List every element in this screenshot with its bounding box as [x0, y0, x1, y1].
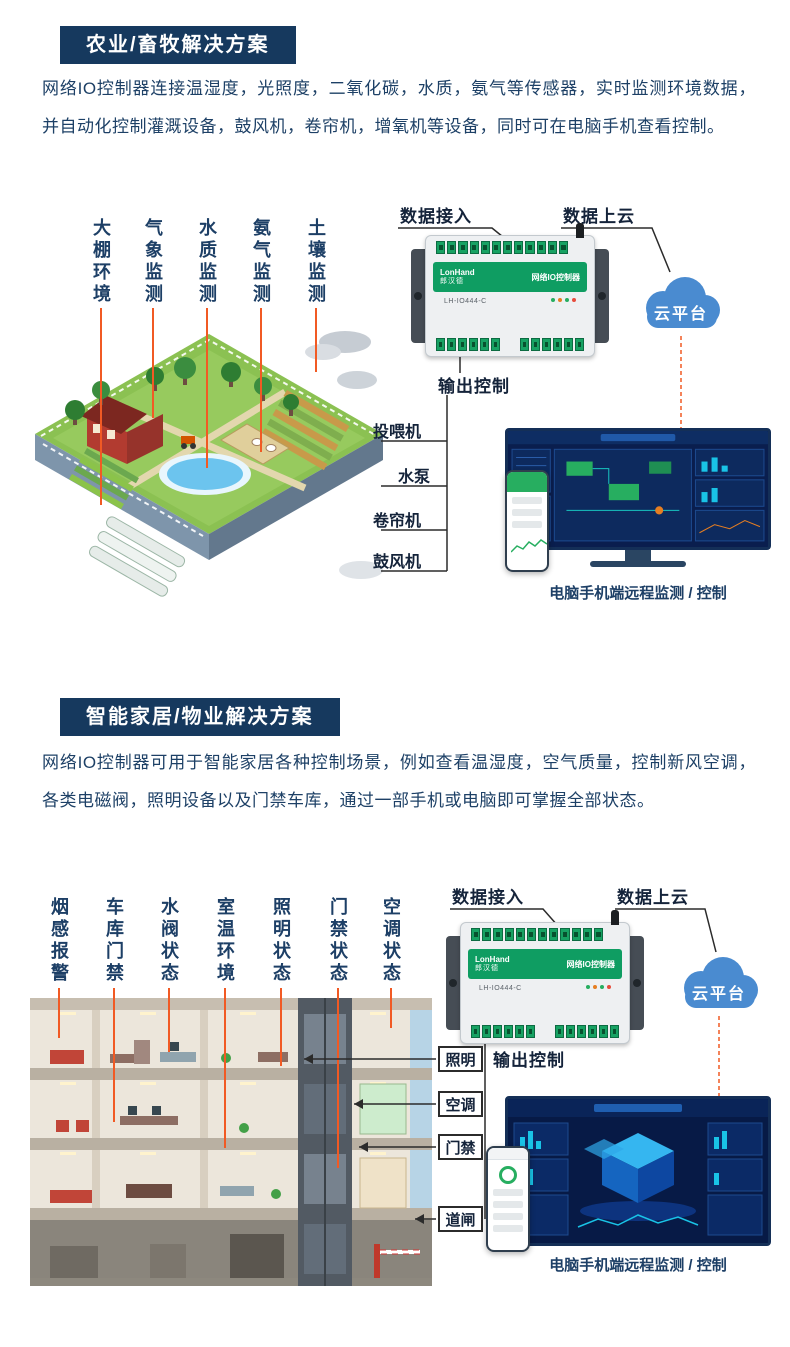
device-brand: LonHand 郎汉德: [475, 955, 510, 972]
output-label: 照明: [438, 1046, 483, 1072]
monitor-base: [590, 561, 686, 567]
terminal-block-row: [471, 928, 604, 941]
cloud-platform: 云平台: [633, 272, 729, 334]
property-dashboard-graphic: [508, 1099, 768, 1243]
cloud-platform-label: 云平台: [653, 306, 708, 323]
phone-app-preview: [505, 470, 549, 572]
phone-app-row: [512, 521, 542, 528]
section-description-home: 网络IO控制器可用于智能家居各种控制场景，例如查看温湿度，空气质量，控制新风空调…: [42, 753, 756, 810]
status-leds: [551, 298, 576, 302]
terminal-block-row: [471, 1025, 535, 1038]
io-controller-device: LonHand 郎汉德 网络IO控制器 LH-IO444-C: [446, 910, 644, 1044]
io-controller-device: LonHand 郎汉德 网络IO控制器 LH-IO444-C: [411, 223, 609, 357]
phone-app-row: [493, 1225, 523, 1232]
monitor-label: 土壤监测: [306, 218, 326, 306]
terminal-block-row: [555, 1025, 619, 1038]
terminal-block-row: [520, 338, 584, 351]
section-title-agri: 农业/畜牧解决方案: [60, 26, 296, 64]
device-brand: LonHand 郎汉德: [440, 268, 475, 285]
phone-app-preview: [486, 1146, 530, 1252]
section-title-home: 智能家居/物业解决方案: [60, 698, 340, 736]
section-description-agri: 网络IO控制器连接温湿度，光照度，二氧化碳，水质，氨气等传感器，实时监测环境数据…: [42, 79, 756, 136]
data-cloud-label: 数据上云: [617, 888, 689, 907]
cloud-icon: [646, 277, 720, 328]
status-leds: [586, 985, 611, 989]
monitor-label: 大棚环境: [91, 218, 111, 306]
cloud-platform: 云平台: [671, 952, 767, 1014]
output-label: 鼓风机: [373, 554, 422, 571]
monitor-label: 气象监测: [143, 218, 163, 306]
phone-app-row: [493, 1201, 523, 1208]
farm-illustration: [35, 331, 383, 597]
device-body: LonHand 郎汉德 网络IO控制器 LH-IO444-C: [460, 910, 630, 1044]
phone-gauge-graphic: [499, 1166, 517, 1184]
output-control-label: 输出控制: [438, 377, 510, 396]
output-label: 道闸: [438, 1206, 483, 1232]
remote-monitoring-caption: 电脑手机端远程监测 / 控制: [549, 1257, 727, 1274]
phone-app-row: [493, 1213, 523, 1220]
output-label: 水泵: [398, 469, 431, 486]
device-body: LonHand 郎汉德 网络IO控制器 LH-IO444-C: [425, 223, 595, 357]
monitor-stand: [625, 550, 651, 561]
cloud-platform-label: 云平台: [691, 986, 746, 1003]
output-label: 卷帘机: [373, 513, 422, 530]
terminal-block-row: [436, 241, 569, 254]
monitor-label: 空调状态: [381, 897, 401, 985]
data-in-label: 数据接入: [400, 207, 472, 226]
phone-app-row: [493, 1189, 523, 1196]
device-product-name: 网络IO控制器: [566, 959, 615, 969]
device-product-name: 网络IO控制器: [531, 272, 580, 282]
pc-dashboard-preview: [505, 428, 771, 567]
monitor-label: 氨气监测: [251, 218, 271, 306]
phone-app-header: [488, 1148, 528, 1160]
pc-screen: [505, 428, 771, 550]
terminal-block-row: [436, 338, 500, 351]
antenna-icon: [576, 223, 584, 238]
output-control-label: 输出控制: [493, 1051, 565, 1070]
monitor-label: 门禁状态: [328, 897, 348, 985]
monitor-label: 水阀状态: [159, 897, 179, 985]
phone-chart-graphic: [511, 539, 547, 553]
remote-monitoring-caption: 电脑手机端远程监测 / 控制: [549, 585, 727, 602]
data-cloud-label: 数据上云: [563, 207, 635, 226]
phone-app-row: [512, 509, 542, 516]
output-label: 门禁: [438, 1134, 483, 1160]
data-in-label: 数据接入: [452, 888, 524, 907]
antenna-icon: [611, 910, 619, 925]
property-dashboard-preview: [505, 1096, 771, 1246]
building-illustration: [30, 998, 432, 1286]
monitor-label: 烟感报警: [49, 897, 69, 985]
monitor-label: 室温环境: [215, 897, 235, 985]
output-label: 空调: [438, 1091, 483, 1117]
phone-app-header: [507, 472, 547, 492]
device-model: LH-IO444-C: [444, 298, 487, 305]
device-label-band: LonHand 郎汉德 网络IO控制器: [433, 262, 587, 292]
monitor-label: 车库门禁: [104, 897, 124, 985]
device-label-band: LonHand 郎汉德 网络IO控制器: [468, 949, 622, 979]
device-model: LH-IO444-C: [479, 985, 522, 992]
monitor-label: 照明状态: [271, 897, 291, 985]
monitor-label: 水质监测: [197, 218, 217, 306]
cloud-icon: [684, 957, 758, 1008]
phone-app-row: [512, 497, 542, 504]
output-label: 投喂机: [373, 424, 422, 441]
